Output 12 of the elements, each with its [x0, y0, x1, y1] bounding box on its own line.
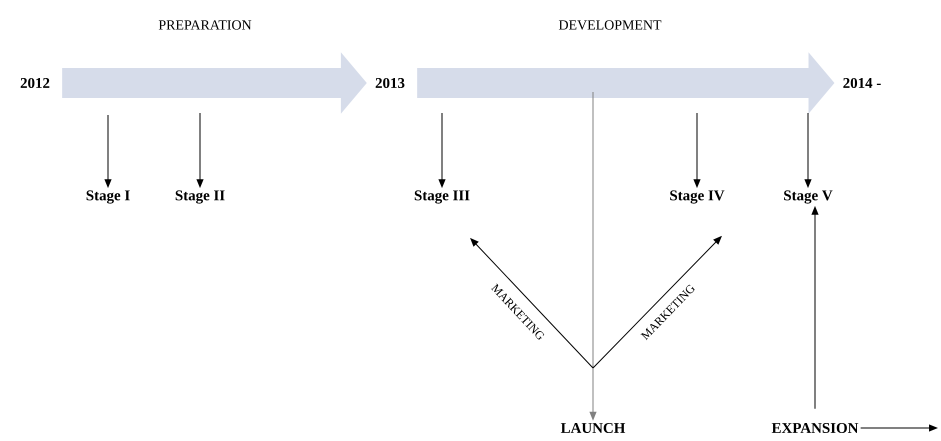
- year-label: 2013: [376, 78, 404, 88]
- phase-heading: PREPARATION: [158, 20, 252, 30]
- year-label: 2012: [20, 78, 50, 88]
- stage-label: Stage V: [784, 190, 833, 204]
- phase-heading: DEVELOPMENT: [558, 20, 662, 30]
- phase-label: EXPANSION: [772, 422, 858, 433]
- stage-label: Stage III: [414, 190, 470, 204]
- year-label: 2014 -: [843, 78, 881, 88]
- stage-label: Stage I: [86, 190, 130, 204]
- stage-label: Stage IV: [670, 190, 724, 204]
- phase-label: LAUNCH: [560, 422, 626, 433]
- stage-label: Stage II: [176, 190, 225, 204]
